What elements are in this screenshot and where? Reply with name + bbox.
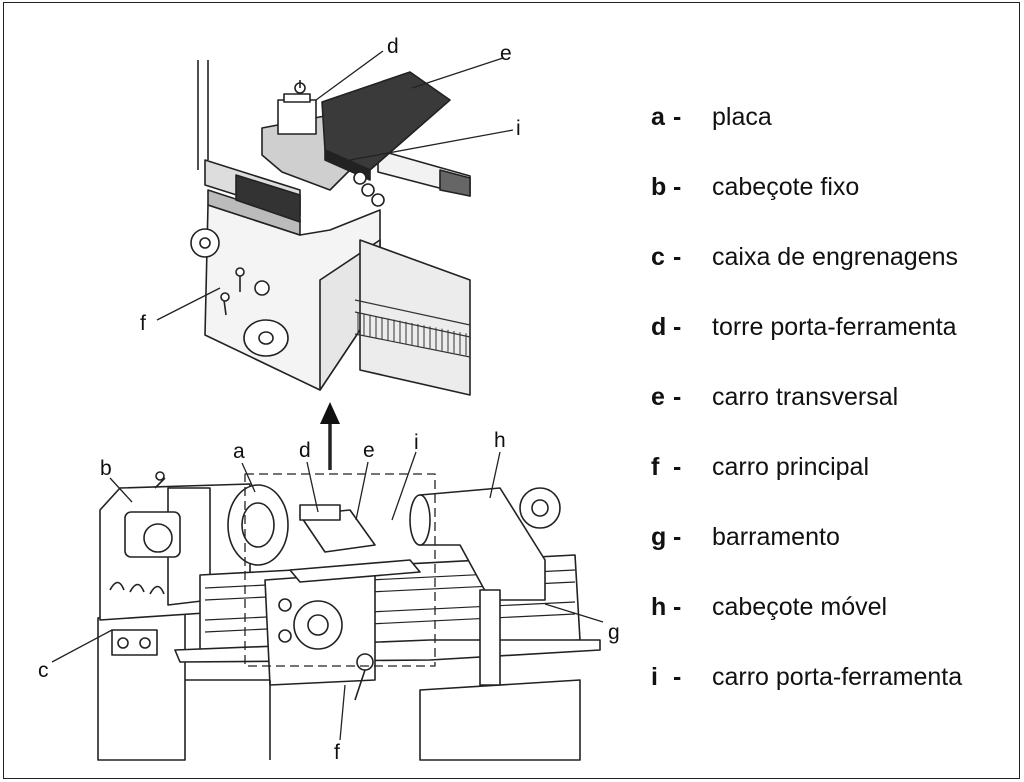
legend-key: c [651, 243, 665, 271]
legend-separator: - [673, 103, 682, 131]
legend-separator: - [673, 383, 682, 411]
legend-separator: - [673, 523, 682, 551]
legend-key: h [651, 593, 667, 621]
legend-text: barramento [712, 523, 840, 551]
legend-key: d [651, 313, 667, 341]
label-i: i [414, 431, 419, 454]
label-g: g [608, 621, 620, 644]
legend-key: f [651, 453, 660, 481]
legend-text: carro principal [712, 453, 870, 481]
detail-label-f: f [140, 312, 146, 335]
detail-view [190, 60, 471, 396]
label-e: e [363, 439, 375, 462]
legend-separator: - [673, 243, 682, 271]
legend-text: caixa de engrenagens [712, 243, 959, 271]
legend-text: cabeçote móvel [712, 593, 888, 621]
legend-separator: - [673, 453, 682, 481]
legend-text: placa [712, 103, 772, 131]
label-c: c [38, 659, 49, 682]
label-h: h [494, 429, 506, 452]
label-d: d [299, 439, 311, 462]
legend-separator: - [673, 663, 682, 691]
legend-text: torre porta-ferramenta [712, 313, 957, 341]
legend-separator: - [673, 313, 682, 341]
label-b: b [100, 457, 112, 480]
detail-region-box [244, 473, 436, 667]
label-a: a [233, 440, 245, 463]
legend-text: carro porta-ferramenta [712, 663, 963, 691]
legend-text: cabeçote fixo [712, 173, 860, 201]
legend-key: b [651, 173, 667, 201]
detail-label-i: i [516, 117, 521, 140]
detail-leader-lines [156, 50, 514, 321]
legend-key: e [651, 383, 665, 411]
detail-label-d: d [387, 35, 399, 58]
legend-key: i [651, 663, 658, 691]
legend-separator: - [673, 173, 682, 201]
main-leader-lines [51, 451, 604, 741]
legend-separator: - [673, 593, 682, 621]
zoom-arrow [320, 402, 340, 470]
detail-label-e: e [500, 42, 512, 65]
legend-key: a [651, 103, 665, 131]
lathe-main-view [97, 471, 601, 761]
legend-text: carro transversal [712, 383, 899, 411]
label-f: f [334, 741, 340, 764]
legend-key: g [651, 523, 667, 551]
